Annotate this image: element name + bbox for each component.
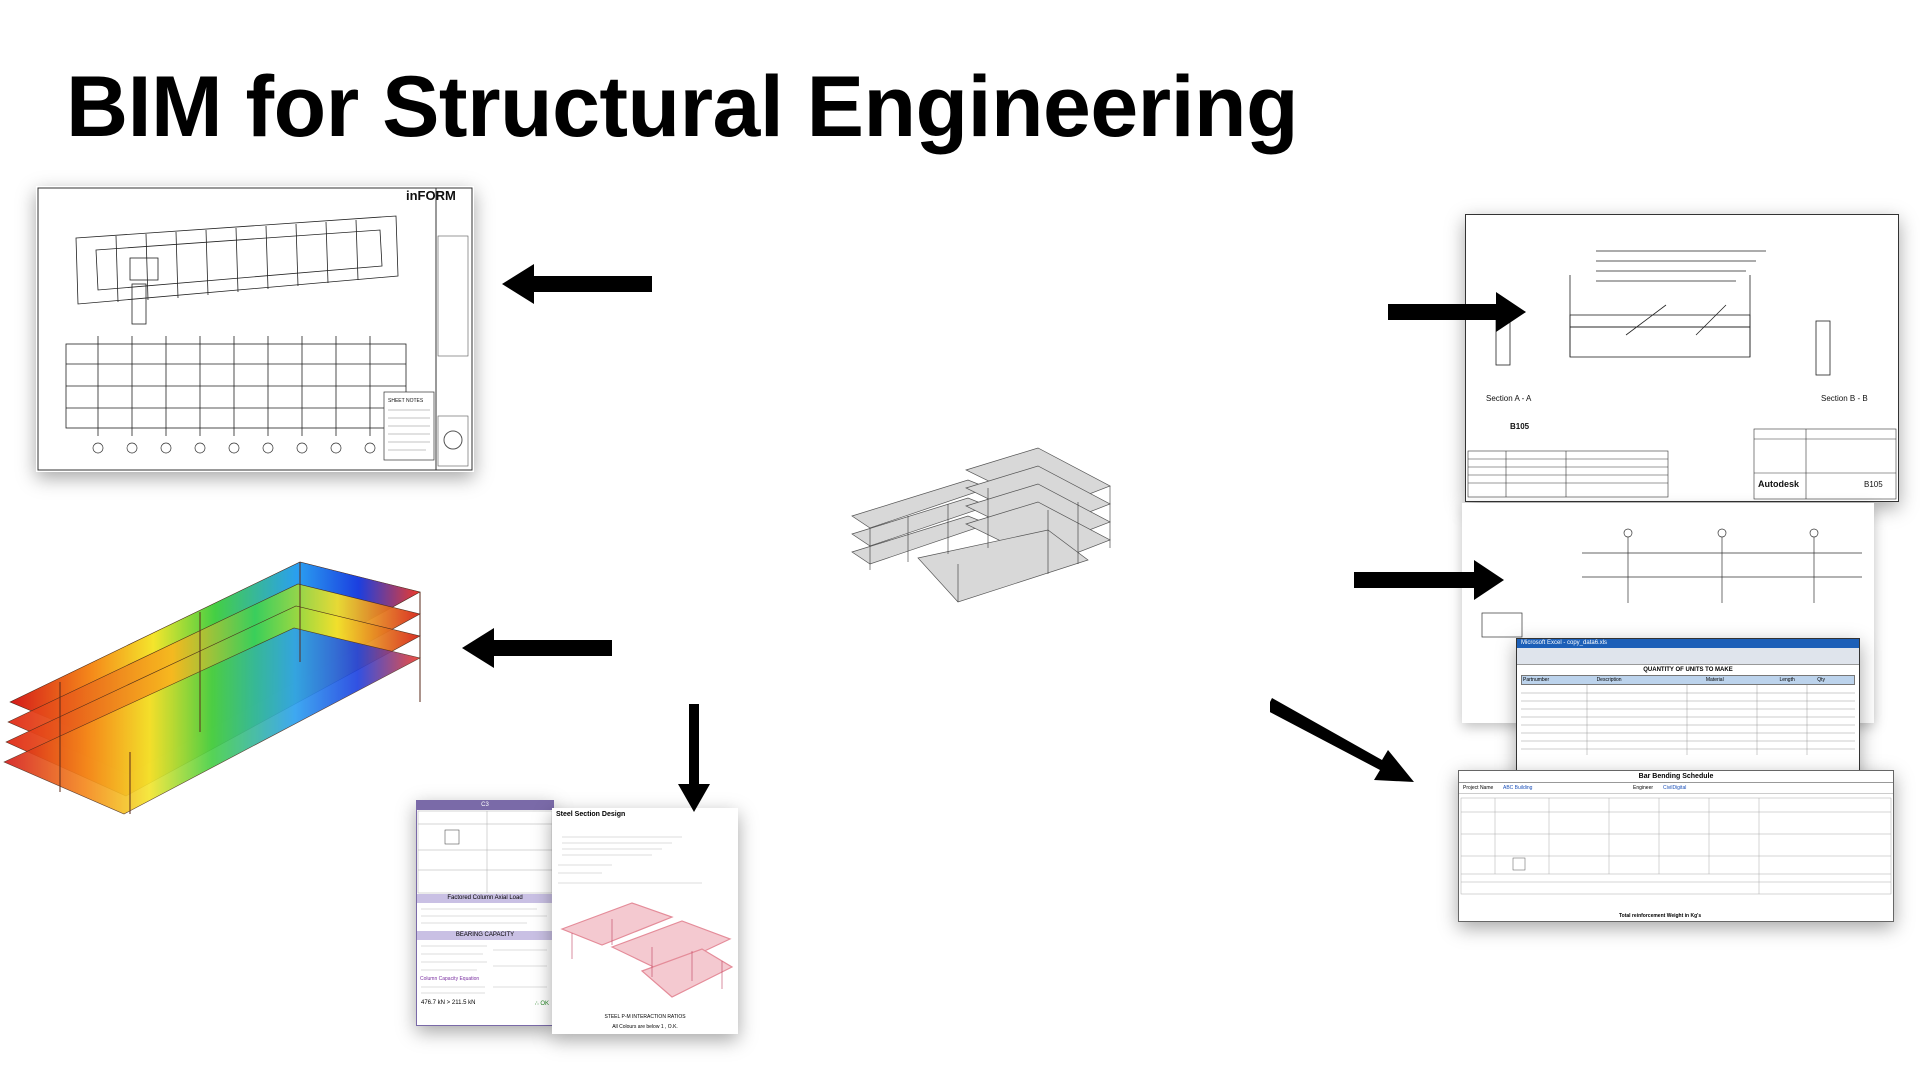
- bearing-heading: BEARING CAPACITY: [417, 931, 553, 940]
- shop-brand: Autodesk: [1758, 479, 1800, 489]
- excel-col-material: Material: [1705, 677, 1724, 683]
- section-a-label: Section A - A: [1486, 394, 1532, 403]
- arrow-to-calculations: [678, 704, 710, 812]
- capacity-status: ∴ OK: [534, 1001, 549, 1007]
- structural-frame-model-image: [851, 447, 1111, 603]
- capacity-result: 476.7 kN > 211.5 kN: [421, 1000, 476, 1006]
- excel-grid: [1521, 685, 1855, 755]
- bbs-engineer-value: CivilDigital: [1663, 785, 1687, 791]
- structural-plan-drawing: inFORM SHEET: [37, 187, 473, 471]
- fea-contour-model-image: [3, 561, 421, 815]
- column-calc-sheet: C3 Factored Column Axial Load BEARING CA…: [416, 800, 554, 1026]
- section-b-label: Section B - B: [1821, 394, 1868, 403]
- sheet-notes-heading: SHEET NOTES: [388, 398, 424, 404]
- calc-table-lines: [417, 810, 553, 894]
- axial-load-heading: Factored Column Axial Load: [417, 894, 553, 903]
- excel-sheet-heading: QUANTITY OF UNITS TO MAKE: [1643, 667, 1733, 673]
- excel-col-length: Length: [1779, 677, 1795, 683]
- bbs-engineer-label: Engineer: [1633, 785, 1654, 791]
- steel-footer-note: All Colours are below 1 , O.K.: [612, 1024, 678, 1030]
- bbs-project-value: ABC Building: [1503, 785, 1533, 791]
- steel-model-image: [558, 836, 734, 998]
- bearing-lines: [421, 945, 547, 971]
- beam-shop-drawing: Section A - A Section B - B B105 Autodes…: [1467, 250, 1897, 500]
- excel-col-description: Description: [1596, 677, 1622, 683]
- excel-col-qty: Qty: [1817, 677, 1826, 683]
- connection-details-drawing: [1481, 528, 1862, 638]
- shop-sheet-no: B105: [1864, 480, 1883, 489]
- steel-design-sheet: Steel Section Design STEEL P-M INTERACTI…: [552, 808, 738, 1034]
- bbs-grid: [1460, 797, 1892, 895]
- calc-header: C3: [417, 801, 553, 810]
- bbs-title: Bar Bending Schedule: [1459, 771, 1893, 783]
- shop-drawing-panel: Section A - A Section B - B B105 Autodes…: [1465, 214, 1899, 502]
- slide-title: BIM for Structural Engineering: [66, 59, 1299, 155]
- arrow-to-shop-drawing: [1388, 292, 1526, 332]
- arrow-to-schedules: [1270, 698, 1414, 782]
- bbs-total-label: Total reinforcement Weight in Kg's: [1619, 913, 1702, 919]
- capacity-lines: [421, 986, 547, 994]
- excel-window: Microsoft Excel - copy_data6.xls QUANTIT…: [1516, 638, 1860, 788]
- bbs-project-label: Project Name: [1463, 785, 1494, 791]
- arrow-to-connection-details: [1354, 560, 1504, 600]
- beam-mark: B105: [1510, 422, 1530, 431]
- analysis-model-panel: [0, 552, 425, 820]
- axial-load-lines: [421, 908, 547, 924]
- steel-footer-label: STEEL P-M INTERACTION RATIOS: [604, 1014, 686, 1020]
- steel-heading: Steel Section Design: [556, 811, 626, 818]
- arrow-to-analysis: [462, 628, 612, 668]
- drawing-brand: inFORM: [406, 188, 456, 203]
- excel-title-bar: Microsoft Excel - copy_data6.xls: [1517, 639, 1859, 648]
- drawing-sheet-panel: inFORM SHEET: [36, 186, 474, 472]
- capacity-heading: Column Capacity Equation: [420, 976, 480, 982]
- excel-header-row: Partnumber Description Material Length Q…: [1521, 675, 1855, 685]
- excel-toolbar: [1517, 648, 1859, 665]
- excel-col-partnumber: Partnumber: [1523, 677, 1550, 683]
- central-3d-model: [848, 430, 1114, 606]
- bar-bending-schedule: Bar Bending Schedule Project Name ABC Bu…: [1458, 770, 1894, 922]
- arrow-to-drawings: [502, 264, 652, 304]
